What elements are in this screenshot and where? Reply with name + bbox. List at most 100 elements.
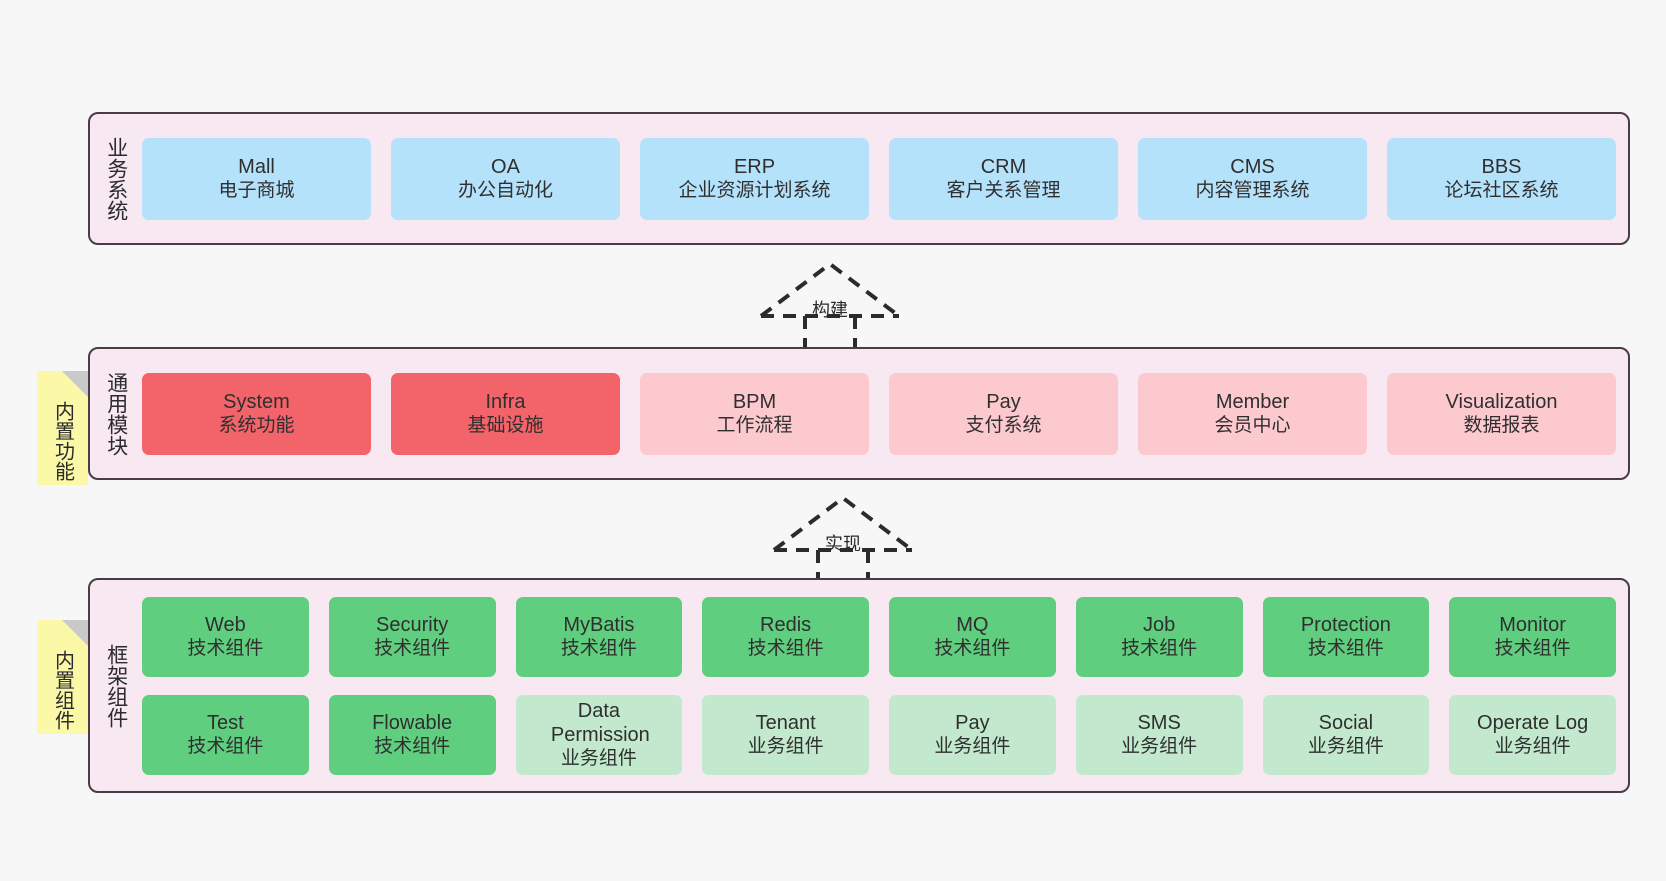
node-title: Monitor bbox=[1499, 613, 1566, 636]
node-title: Member bbox=[1215, 390, 1290, 413]
node-desc: 技术组件 bbox=[187, 638, 264, 660]
arrow-shaft bbox=[803, 316, 857, 350]
node-flowable[interactable]: Flowable 技术组件 bbox=[328, 694, 496, 775]
layer-title-business-system: 业务系统 bbox=[104, 136, 128, 221]
node-desc: 工作流程 bbox=[716, 415, 793, 437]
node-social[interactable]: Social 业务组件 bbox=[1262, 694, 1430, 775]
node-job[interactable]: Job 技术组件 bbox=[1075, 596, 1243, 677]
node-title: BPM bbox=[732, 390, 777, 413]
node-title: Web bbox=[204, 613, 246, 636]
note-builtin-component: 内置组件 bbox=[37, 620, 88, 734]
node-title: System bbox=[223, 390, 290, 413]
node-pay-component[interactable]: Pay 业务组件 bbox=[889, 694, 1056, 775]
layer-title-framework-component: 框架组件 bbox=[104, 643, 128, 728]
node-visualization[interactable]: Visualization 数据报表 bbox=[1387, 372, 1616, 455]
node-security[interactable]: Security 技术组件 bbox=[328, 596, 496, 677]
node-desc: 业务组件 bbox=[1307, 736, 1384, 758]
layer-body-framework-component: Web 技术组件 Security 技术组件 MyBatis 技术组件 Redi… bbox=[142, 580, 1628, 791]
note-label: 内置功能 bbox=[51, 401, 74, 481]
layer-body-business-system: Mall 电子商城 OA 办公自动化 ERP 企业资源计划系统 CRM 客户关系… bbox=[142, 114, 1628, 243]
node-desc: 技术组件 bbox=[934, 638, 1011, 660]
node-desc: 技术组件 bbox=[187, 736, 264, 758]
node-title: Test bbox=[207, 711, 244, 734]
node-erp[interactable]: ERP 企业资源计划系统 bbox=[640, 137, 869, 220]
node-desc: 论坛社区系统 bbox=[1444, 180, 1559, 202]
node-title: Operate Log bbox=[1477, 711, 1589, 734]
node-redis[interactable]: Redis 技术组件 bbox=[702, 596, 869, 677]
node-desc: 业务组件 bbox=[1121, 736, 1198, 758]
node-title: BBS bbox=[1481, 155, 1522, 178]
node-desc: 技术组件 bbox=[374, 736, 451, 758]
node-bbs[interactable]: BBS 论坛社区系统 bbox=[1387, 137, 1616, 220]
connector-implement-label: 实现 bbox=[825, 534, 861, 554]
connector-implement: 实现 bbox=[768, 492, 918, 584]
node-data-permission[interactable]: Data Permission 业务组件 bbox=[515, 694, 683, 775]
node-title: Redis bbox=[760, 613, 812, 636]
node-desc: 数据报表 bbox=[1463, 415, 1540, 437]
node-desc: 技术组件 bbox=[560, 638, 637, 660]
note-fold-corner bbox=[62, 371, 88, 397]
node-desc: 业务组件 bbox=[934, 736, 1011, 758]
layer-business-system: 业务系统 Mall 电子商城 OA 办公自动化 ERP 企业资源计划系统 CRM… bbox=[88, 112, 1630, 245]
node-title: MyBatis bbox=[563, 613, 635, 636]
node-title: Security bbox=[376, 613, 449, 636]
layer-row: System 系统功能 Infra 基础设施 BPM 工作流程 Pay 支付系统… bbox=[142, 372, 1616, 455]
node-bpm[interactable]: BPM 工作流程 bbox=[640, 372, 869, 455]
node-protection[interactable]: Protection 技术组件 bbox=[1262, 596, 1430, 677]
arrowhead-triangle bbox=[759, 261, 901, 318]
node-desc: 基础设施 bbox=[467, 415, 544, 437]
node-title: CMS bbox=[1230, 155, 1275, 178]
node-desc: 业务组件 bbox=[560, 748, 637, 770]
node-desc: 客户关系管理 bbox=[946, 180, 1061, 202]
node-title: Tenant bbox=[755, 711, 816, 734]
node-mybatis[interactable]: MyBatis 技术组件 bbox=[515, 596, 683, 677]
node-test[interactable]: Test 技术组件 bbox=[142, 694, 309, 775]
node-title: Protection bbox=[1300, 613, 1391, 636]
node-mall[interactable]: Mall 电子商城 bbox=[142, 137, 371, 220]
node-member[interactable]: Member 会员中心 bbox=[1138, 372, 1367, 455]
node-desc: 技术组件 bbox=[747, 638, 824, 660]
node-title: SMS bbox=[1137, 711, 1181, 734]
node-title: OA bbox=[491, 155, 520, 178]
node-desc: 技术组件 bbox=[1307, 638, 1384, 660]
node-desc: 系统功能 bbox=[218, 415, 295, 437]
node-pay-module[interactable]: Pay 支付系统 bbox=[889, 372, 1118, 455]
node-title: CRM bbox=[980, 155, 1027, 178]
node-title: Mall bbox=[238, 155, 275, 178]
node-desc: 会员中心 bbox=[1214, 415, 1291, 437]
node-sms[interactable]: SMS 业务组件 bbox=[1075, 694, 1243, 775]
note-fold-corner bbox=[62, 620, 88, 646]
node-title: Flowable bbox=[372, 711, 453, 734]
layer-common-module: 通用模块 System 系统功能 Infra 基础设施 BPM 工作流程 Pay… bbox=[88, 347, 1630, 480]
node-title: Visualization bbox=[1445, 390, 1558, 413]
node-desc: 电子商城 bbox=[218, 180, 295, 202]
node-web[interactable]: Web 技术组件 bbox=[142, 596, 309, 677]
node-tenant[interactable]: Tenant 业务组件 bbox=[702, 694, 869, 775]
node-desc: 办公自动化 bbox=[457, 180, 553, 202]
node-infra[interactable]: Infra 基础设施 bbox=[391, 372, 620, 455]
node-mq[interactable]: MQ 技术组件 bbox=[889, 596, 1056, 677]
node-title: Infra bbox=[485, 390, 526, 413]
note-label: 内置组件 bbox=[51, 650, 74, 730]
node-cms[interactable]: CMS 内容管理系统 bbox=[1138, 137, 1367, 220]
node-desc: 业务组件 bbox=[747, 736, 824, 758]
node-title: Job bbox=[1143, 613, 1176, 636]
node-system[interactable]: System 系统功能 bbox=[142, 372, 371, 455]
layer-body-common-module: System 系统功能 Infra 基础设施 BPM 工作流程 Pay 支付系统… bbox=[142, 349, 1628, 478]
node-desc: 内容管理系统 bbox=[1195, 180, 1310, 202]
node-desc: 技术组件 bbox=[1494, 638, 1571, 660]
node-title: ERP bbox=[733, 155, 776, 178]
node-desc: 企业资源计划系统 bbox=[678, 180, 831, 202]
node-oa[interactable]: OA 办公自动化 bbox=[391, 137, 620, 220]
node-crm[interactable]: CRM 客户关系管理 bbox=[889, 137, 1118, 220]
node-desc: 技术组件 bbox=[1121, 638, 1198, 660]
node-monitor[interactable]: Monitor 技术组件 bbox=[1449, 596, 1616, 677]
node-operate-log[interactable]: Operate Log 业务组件 bbox=[1449, 694, 1616, 775]
layer-row: Web 技术组件 Security 技术组件 MyBatis 技术组件 Redi… bbox=[142, 596, 1616, 677]
node-desc: 支付系统 bbox=[965, 415, 1042, 437]
layer-row: Test 技术组件 Flowable 技术组件 Data Permission … bbox=[142, 694, 1616, 775]
node-desc: 业务组件 bbox=[1494, 736, 1571, 758]
layer-row: Mall 电子商城 OA 办公自动化 ERP 企业资源计划系统 CRM 客户关系… bbox=[142, 137, 1616, 220]
connector-build: 构建 bbox=[755, 258, 905, 350]
